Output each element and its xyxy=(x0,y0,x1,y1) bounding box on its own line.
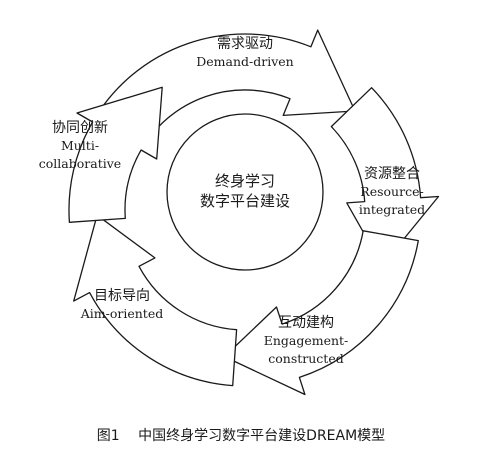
center-title-line-1: 终身学习 xyxy=(215,172,275,190)
figure-caption: 图1 中国终身学习数字平台建设DREAM模型 xyxy=(97,428,385,444)
label-aim-oriented-zh: 目标导向 xyxy=(94,288,150,304)
label-engagement-constructed-zh: 互动建构 xyxy=(278,315,334,331)
label-resource-integrated-en-1: Resource- xyxy=(360,184,423,199)
label-resource-integrated-zh: 资源整合 xyxy=(364,166,420,182)
arrow-multi-collaborative xyxy=(68,86,163,223)
center-title-line-2: 数字平台建设 xyxy=(200,192,290,210)
label-aim-oriented-en: Aim-oriented xyxy=(80,306,163,321)
label-multi-collaborative-en-2: collaborative xyxy=(39,156,121,171)
center-circle xyxy=(166,113,324,271)
cycle-ring xyxy=(68,29,440,396)
label-demand-driven-en: Demand-driven xyxy=(196,54,294,69)
label-engagement-constructed-en-2: constructed xyxy=(268,351,343,366)
label-resource-integrated-en-2: integrated xyxy=(359,202,425,217)
label-multi-collaborative-en-1: Multi- xyxy=(61,138,99,153)
caption-text: 中国终身学习数字平台建设DREAM模型 xyxy=(138,428,385,444)
label-multi-collaborative-zh: 协同创新 xyxy=(52,120,108,136)
label-demand-driven-zh: 需求驱动 xyxy=(217,36,273,52)
arrow-aim-oriented xyxy=(73,214,238,387)
arrow-resource-integrated xyxy=(330,87,440,267)
arrow-engagement-constructed xyxy=(223,230,419,396)
label-engagement-constructed-en-1: Engagement- xyxy=(264,333,349,348)
caption-label: 图1 xyxy=(97,428,120,444)
